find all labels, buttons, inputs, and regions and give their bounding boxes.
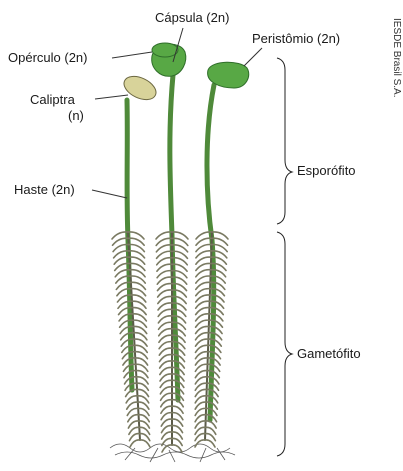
leader-peristomio	[244, 48, 262, 66]
gametophyte-leaf	[140, 440, 150, 447]
bracket-esporofito	[277, 58, 292, 224]
gametophyte-leaf	[172, 445, 182, 452]
label-caliptra-1: Caliptra	[30, 92, 75, 107]
leader-caliptra	[95, 95, 128, 99]
label-esporofito: Esporófito	[297, 163, 356, 178]
substrate-roots	[110, 444, 235, 462]
label-operculo: Opérculo (2n)	[8, 50, 87, 65]
leader-operculo	[112, 52, 152, 58]
gametophyte-leaf	[130, 440, 140, 447]
credit-text: IESDE Brasil S.A.	[391, 18, 402, 97]
gametophyte-leaf	[195, 440, 205, 447]
label-peristomio: Peristômio (2n)	[252, 31, 340, 46]
brackets	[277, 58, 292, 456]
label-capsula: Cápsula (2n)	[155, 10, 229, 25]
label-caliptra-2: (n)	[68, 108, 84, 123]
leader-haste	[92, 190, 127, 198]
bracket-gametofito	[277, 232, 292, 456]
label-haste: Haste (2n)	[14, 182, 75, 197]
label-gametofito: Gametófito	[297, 346, 361, 361]
capsule-middle	[152, 43, 186, 76]
